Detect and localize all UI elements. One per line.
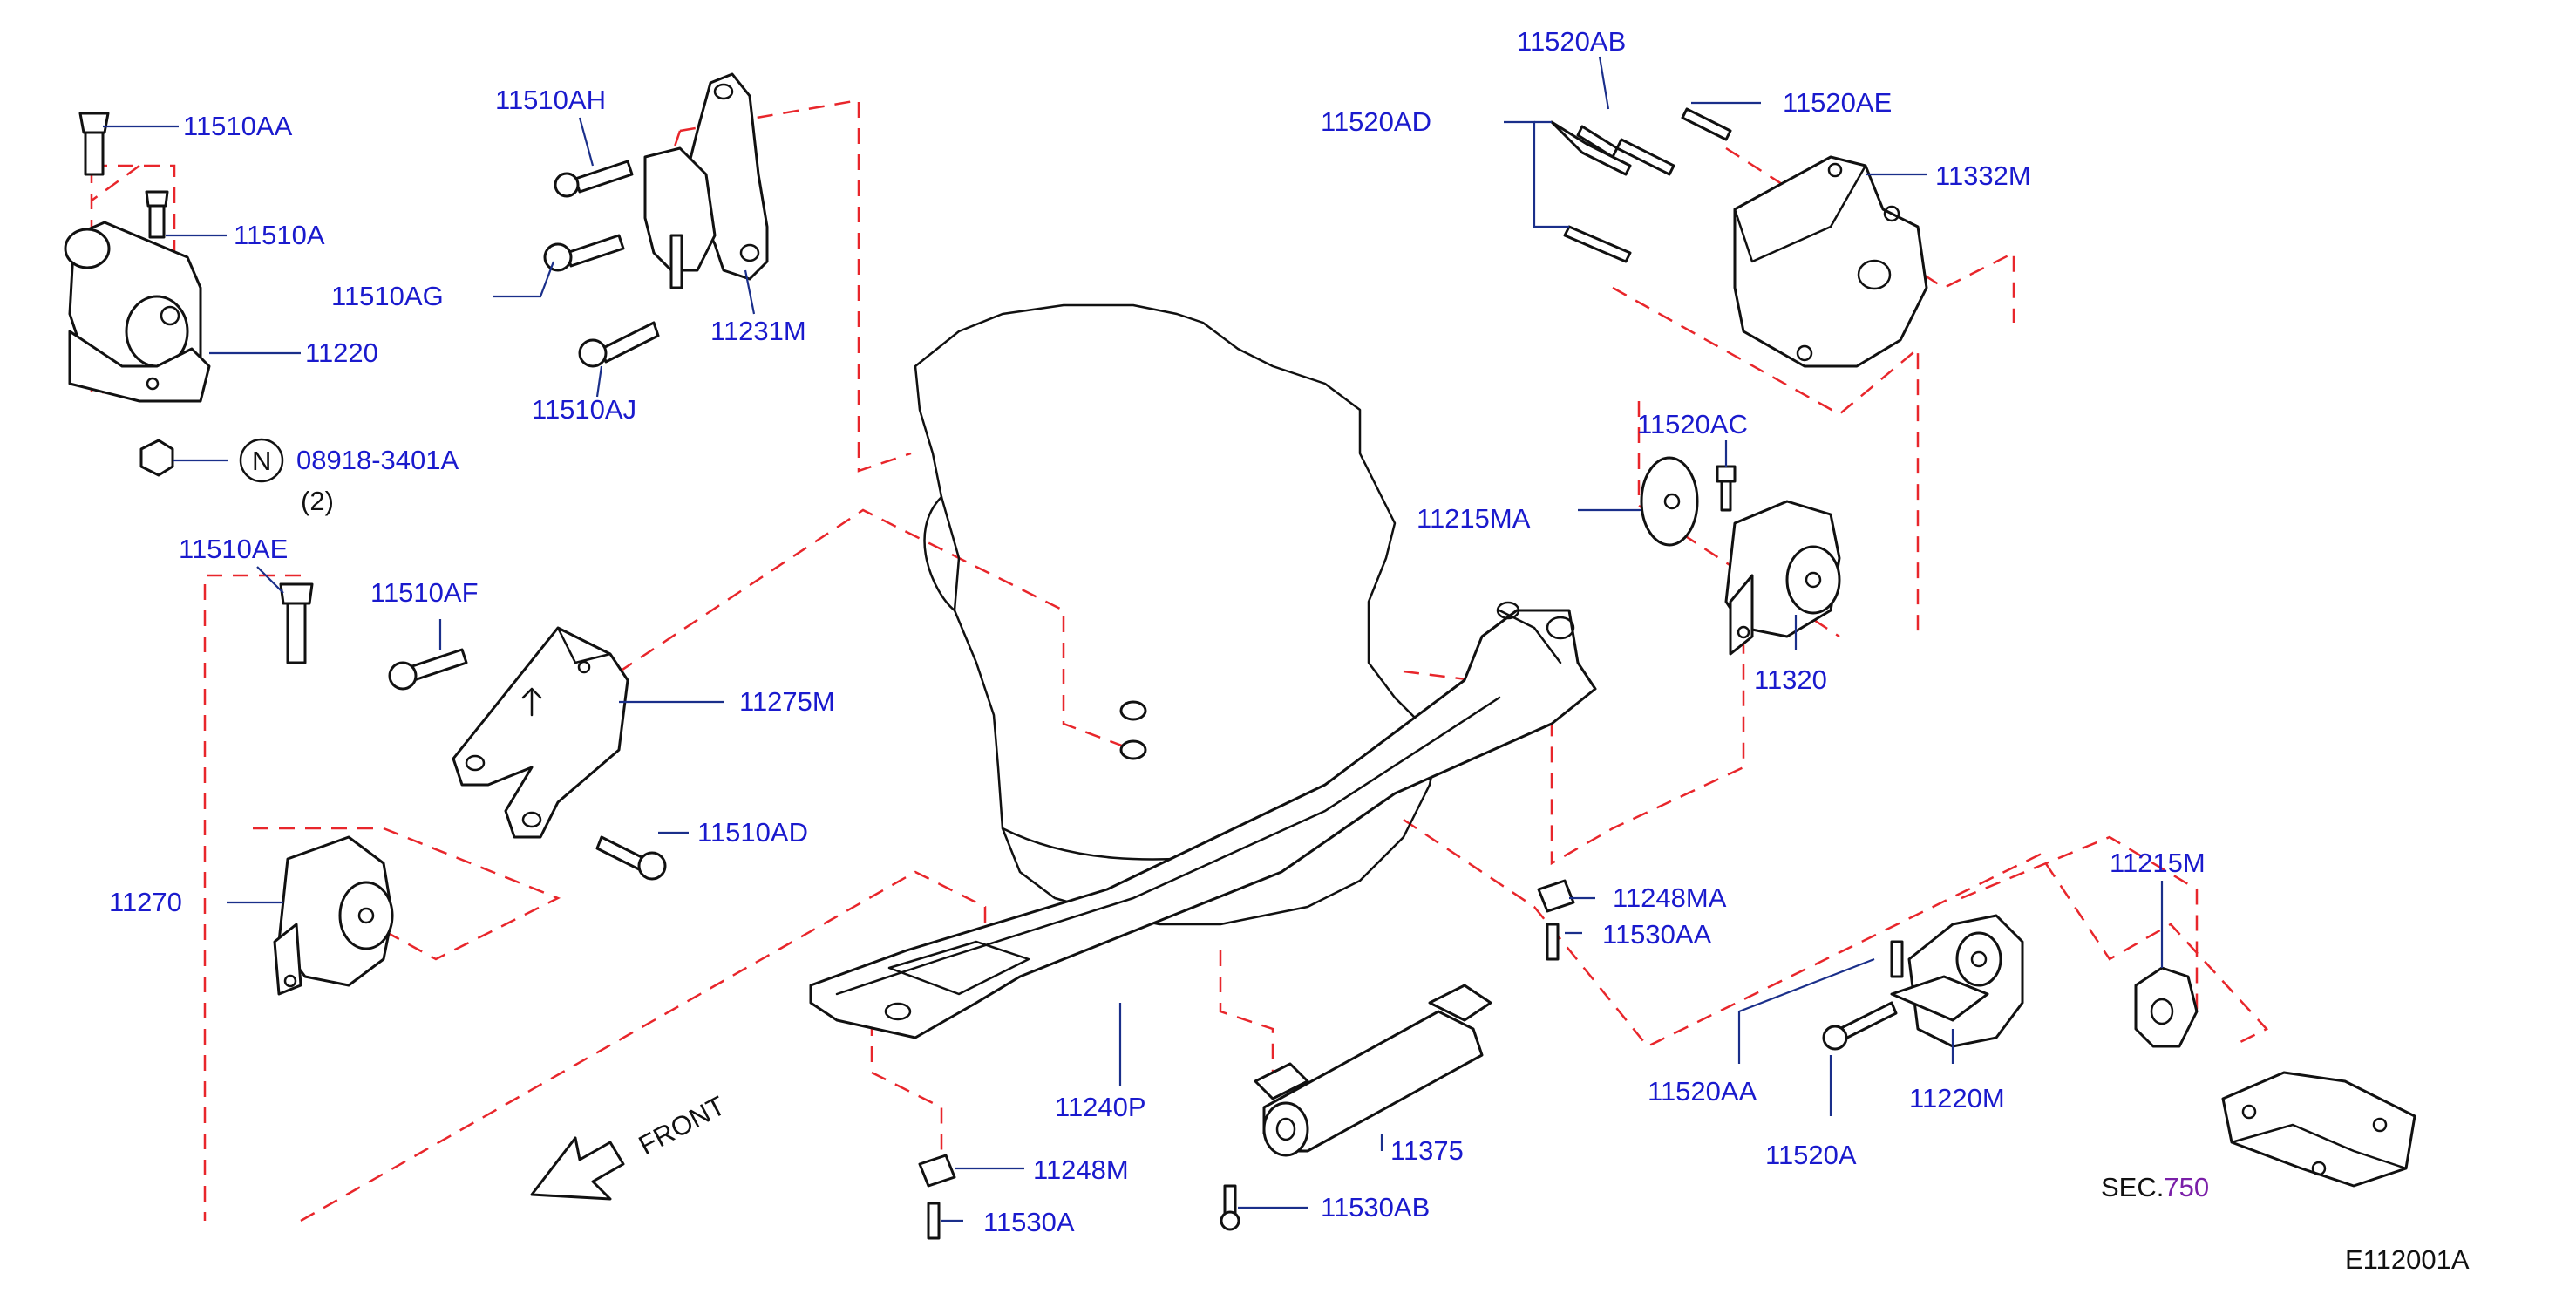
bracket-11275m [279,582,667,881]
nut-quantity: (2) [301,486,334,516]
callout-11270: 11270 [109,887,182,917]
callout-11520aa: 11520AA [1648,1076,1757,1107]
callout-11320: 11320 [1754,664,1827,695]
front-label: FRONT [634,1090,731,1161]
callout-labels: 11510AA 11510A 11220 08918-3401A 11510AH… [109,26,2206,1237]
callout-11248m: 11248M [1033,1154,1129,1185]
leader-lines [103,56,2164,1222]
section-reference: SEC.750 [2101,1172,2209,1202]
callout-11510ae: 11510AE [179,534,288,564]
section-prefix: SEC. [2101,1172,2164,1202]
torque-rod-11375 [1254,984,1492,1157]
callout-11215ma: 11215MA [1417,503,1531,534]
bracket-11332m [1550,107,1928,368]
callout-11520ac: 11520AC [1637,409,1748,439]
callout-11510aa: 11510AA [183,111,293,141]
callout-11240p: 11240P [1055,1092,1146,1122]
figure-code: E112001A [2345,1244,2470,1275]
engine-block-outline [914,303,1440,926]
callout-11220m: 11220M [1909,1083,2005,1114]
mount-11215m [2134,966,2199,1048]
callout-11520ab: 11520AB [1517,26,1626,57]
nut-symbol: N [239,438,284,483]
assembly-dashed-lines [90,99,2269,1222]
callout-11530a: 11530A [983,1207,1075,1237]
callout-11510af: 11510AF [370,577,479,608]
callout-11520ad: 11520AD [1321,106,1431,137]
callout-11530aa: 11530AA [1602,919,1712,950]
stoppers [918,700,1575,1240]
callout-11510ah: 11510AH [495,85,606,115]
callout-11520a: 11520A [1765,1140,1857,1170]
callout-11248ma: 11248MA [1613,882,1727,913]
callout-11510a: 11510A [234,220,325,250]
front-direction-arrow-icon [530,1136,625,1201]
callout-11510aj: 11510AJ [532,394,636,425]
callout-11215m: 11215M [2110,848,2206,878]
callout-11520ae: 11520AE [1783,87,1892,118]
callout-11231m: 11231M [710,316,806,346]
mount-11270 [273,835,394,996]
bracket-11231m [543,72,769,368]
callout-11332m: 11332M [1935,160,2031,191]
nut-symbol-letter: N [252,446,271,476]
callout-11275m: 11275M [739,686,835,717]
callout-08918-3401a: 08918-3401A [296,445,459,475]
subframe-11240p [809,601,1597,1039]
bracket-sec-750 [2221,1071,2416,1188]
section-number[interactable]: 750 [2164,1172,2209,1202]
callout-11510ad: 11510AD [697,817,808,848]
mount-11220m [1822,914,2024,1051]
callout-11510ag: 11510AG [331,281,444,311]
callout-11530ab: 11530AB [1321,1192,1430,1222]
callout-11220: 11220 [305,337,378,368]
mount-11220 [64,112,211,477]
mount-11320 [1640,456,1841,656]
callout-11375: 11375 [1390,1135,1464,1166]
